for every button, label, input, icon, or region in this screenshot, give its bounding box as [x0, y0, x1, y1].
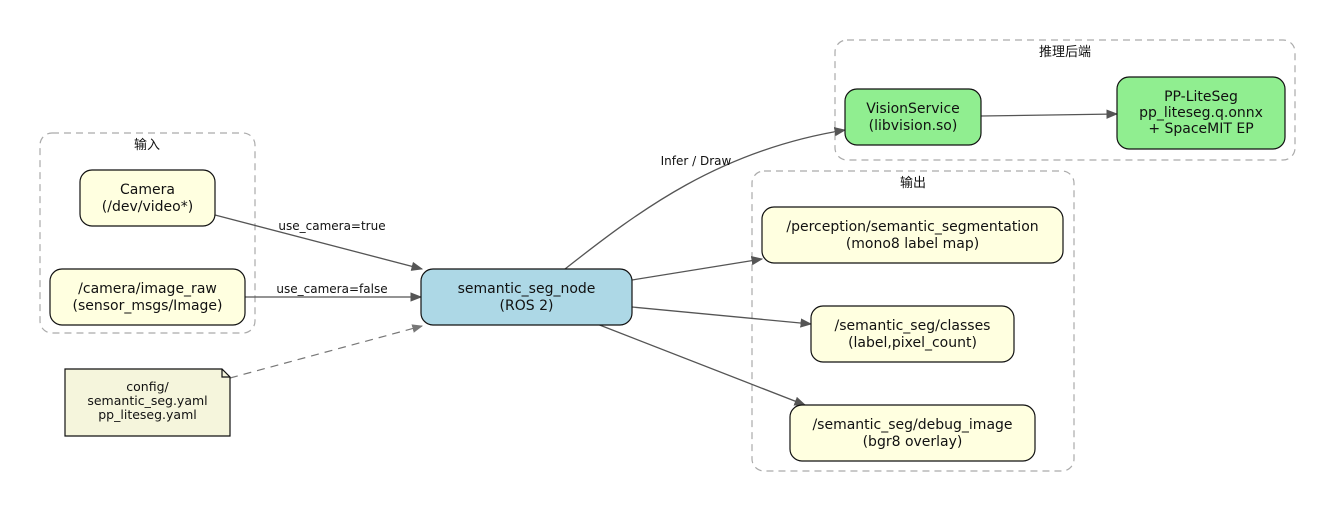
node-camera: Camera (/dev/video*): [79, 169, 216, 227]
node-model-line-2: pp_liteseg.q.onnx: [1139, 105, 1263, 121]
node-vision-title: VisionService: [866, 101, 960, 117]
node-output-semantic-subtitle: (mono8 label map): [846, 236, 979, 252]
node-model: PP-LiteSeg pp_liteseg.q.onnx + SpaceMIT …: [1116, 76, 1286, 150]
cluster-backend: 推理后端: [834, 39, 1296, 161]
edge-label-infer-draw: Infer / Draw: [661, 154, 732, 168]
node-model-line-3: + SpaceMIT EP: [1148, 121, 1253, 137]
node-output-classes: /semantic_seg/classes (label,pixel_count…: [810, 305, 1015, 363]
node-vision-subtitle: (libvision.so): [869, 118, 958, 134]
node-vision-service: VisionService (libvision.so): [844, 88, 982, 146]
node-config-line-2: semantic_seg.yaml: [87, 393, 207, 408]
node-semantic-seg-node: semantic_seg_node (ROS 2): [420, 268, 633, 326]
node-seg-title: semantic_seg_node: [458, 281, 596, 297]
node-config-line-3: pp_liteseg.yaml: [98, 407, 196, 422]
node-model-line-1: PP-LiteSeg: [1164, 89, 1238, 105]
edge-label-use-camera-false: use_camera=false: [276, 282, 387, 296]
edge-node-to-classes: [631, 306, 813, 328]
edge-node-to-semantic: [631, 256, 764, 281]
edge-vision-to-model: [980, 109, 1119, 119]
edge-node-to-debug: [596, 323, 807, 406]
node-output-semantic-title: /perception/semantic_segmentation: [786, 219, 1038, 235]
node-image-raw-subtitle: (sensor_msgs/Image): [73, 298, 223, 314]
node-image-raw-title: /camera/image_raw: [78, 281, 217, 297]
cluster-backend-label: 推理后端: [1039, 45, 1091, 60]
node-output-classes-title: /semantic_seg/classes: [835, 318, 991, 334]
edge-raw-to-node: use_camera=false: [245, 282, 423, 302]
node-camera-title: Camera: [120, 182, 175, 198]
node-output-debug: /semantic_seg/debug_image (bgr8 overlay): [789, 404, 1036, 462]
cluster-input: 输入: [39, 132, 256, 334]
node-image-raw: /camera/image_raw (sensor_msgs/Image): [49, 268, 246, 326]
edge-config-to-node: [229, 324, 424, 379]
node-output-debug-title: /semantic_seg/debug_image: [812, 417, 1012, 433]
edge-camera-to-node: use_camera=true: [214, 214, 424, 271]
cluster-output: 输出: [751, 170, 1075, 472]
node-camera-subtitle: (/dev/video*): [102, 199, 193, 215]
node-output-classes-subtitle: (label,pixel_count): [848, 335, 977, 351]
edge-label-use-camera-true: use_camera=true: [278, 219, 385, 233]
node-config-note: config/ semantic_seg.yaml pp_liteseg.yam…: [64, 368, 231, 437]
cluster-input-label: 输入: [134, 137, 160, 153]
node-output-debug-subtitle: (bgr8 overlay): [863, 434, 963, 450]
node-config-line-1: config/: [126, 379, 169, 394]
edge-node-to-vision: Infer / Draw: [564, 127, 847, 270]
node-seg-subtitle: (ROS 2): [500, 298, 554, 314]
cluster-output-label: 输出: [900, 175, 926, 191]
node-output-semantic: /perception/semantic_segmentation (mono8…: [761, 206, 1064, 264]
